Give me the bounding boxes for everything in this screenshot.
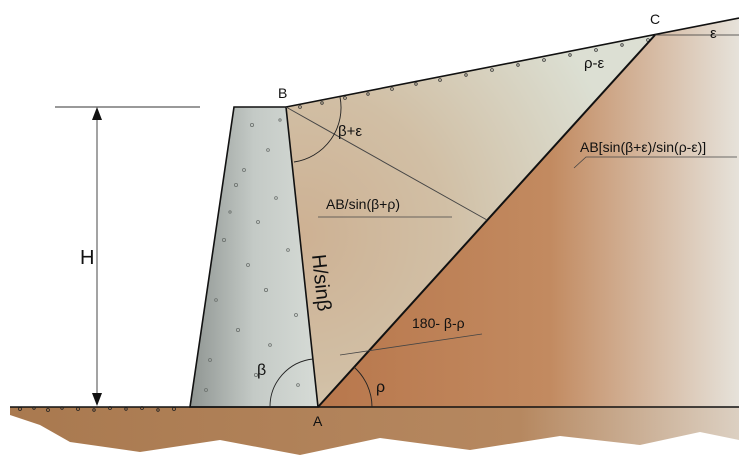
soil-beyond-failure-plane xyxy=(318,18,739,407)
angle-label-beta-eps: β+ε xyxy=(338,123,362,140)
height-arrow-top xyxy=(92,107,102,120)
angle-label-beta: β xyxy=(257,362,266,379)
label-perp-length: AB/sin(β+ρ) xyxy=(326,196,400,212)
angle-label-supplement: 180- β-ρ xyxy=(412,315,465,331)
height-label: H xyxy=(80,247,94,269)
angle-arc-rho xyxy=(353,366,373,408)
point-label-b: B xyxy=(278,85,287,101)
angle-label-epsilon: ε xyxy=(710,25,717,42)
surface-gravel xyxy=(298,38,650,109)
angle-label-rho: ρ xyxy=(376,379,385,396)
point-label-c: C xyxy=(650,11,660,27)
ground-layer xyxy=(10,407,739,455)
sliding-wedge xyxy=(286,35,655,407)
wall-aggregate-texture xyxy=(204,118,300,392)
point-label-a: A xyxy=(313,413,323,429)
height-arrow-bottom xyxy=(92,393,102,406)
ground-gravel xyxy=(18,406,176,412)
angle-arc-beta-eps xyxy=(293,96,342,163)
leader-bc-length xyxy=(573,156,737,169)
angle-arc-beta xyxy=(269,358,314,408)
leader-supplement xyxy=(339,333,483,356)
label-bc-length: AB[sin(β+ε)/sin(ρ-ε)] xyxy=(580,139,706,155)
backfill-surface-line xyxy=(285,17,739,108)
perpendicular-b-to-ac xyxy=(285,106,488,221)
angle-label-rho-eps: ρ-ε xyxy=(584,55,605,72)
failure-plane-ac xyxy=(317,34,656,408)
